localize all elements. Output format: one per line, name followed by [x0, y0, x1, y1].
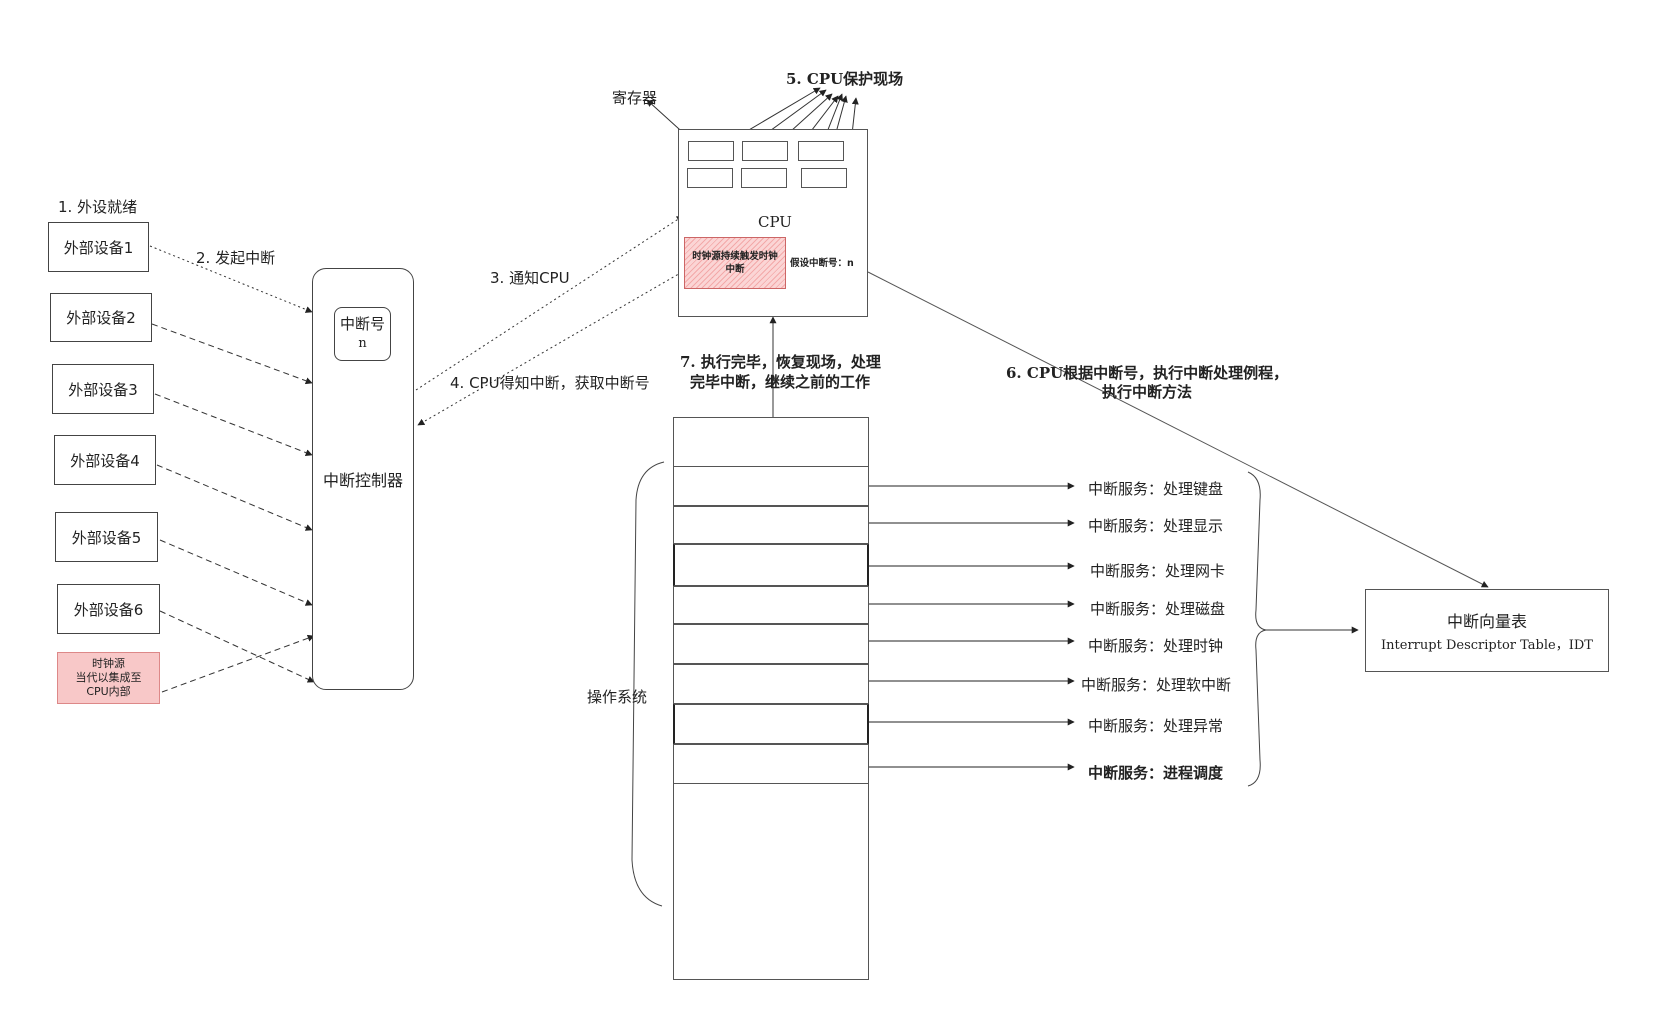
- interrupt-controller-label: 中断控制器: [322, 471, 403, 490]
- device-3-label: 外部设备3: [68, 380, 138, 399]
- os-row-softirq: [673, 664, 869, 704]
- arrow-device4-controller: [156, 464, 313, 531]
- clock-interrupt-box: 时钟源持续触发时钟 中断: [684, 237, 786, 289]
- assumed-interrupt-number: 假设中断号：n: [790, 258, 854, 269]
- os-label: 操作系统: [587, 688, 648, 706]
- arrow-cpu-to-controller: [417, 271, 683, 426]
- arrow-clock-controller: [161, 634, 315, 693]
- device-2-box: 外部设备2: [50, 293, 152, 342]
- os-row-exception: [673, 704, 869, 744]
- device-1-box: 外部设备1: [48, 222, 149, 272]
- os-row-display: [673, 506, 869, 544]
- register-5: [741, 168, 787, 188]
- step-7-label-line2: 完毕中断，继续之前的工作: [690, 373, 871, 391]
- clock-source-box: 时钟源 当代以集成至 CPU内部: [57, 652, 160, 704]
- device-6-box: 外部设备6: [57, 584, 160, 634]
- device-2-label: 外部设备2: [66, 309, 136, 327]
- arrow-cpu-to-idt: [867, 271, 1489, 588]
- arrow-device3-controller: [154, 393, 313, 456]
- service-keyboard: 中断服务：处理键盘: [1088, 480, 1224, 498]
- clock-source-line1: 时钟源: [92, 657, 125, 670]
- interrupt-number-box: 中断号 n: [334, 307, 391, 361]
- device-4-box: 外部设备4: [54, 435, 156, 485]
- arrow-device5-controller: [159, 539, 313, 606]
- service-clock: 中断服务：处理时钟: [1088, 637, 1224, 655]
- os-row-scheduler: [673, 744, 869, 784]
- device-4-label: 外部设备4: [70, 451, 140, 470]
- device-5-box: 外部设备5: [55, 512, 158, 562]
- arrow-device1-controller: [149, 245, 313, 313]
- clock-interrupt-line1: 时钟源持续触发时钟: [692, 251, 778, 262]
- step-5-label: 5. CPU保护现场: [786, 70, 904, 88]
- service-exception: 中断服务：处理异常: [1088, 717, 1224, 735]
- service-scheduler: 中断服务：进程调度: [1088, 764, 1224, 782]
- os-brace: [631, 461, 665, 907]
- interrupt-number-label: 中断号: [339, 315, 385, 333]
- service-softirq: 中断服务：处理软中断: [1081, 676, 1232, 694]
- step-6-label-line2: 执行中断方法: [1102, 383, 1193, 401]
- register-2: [742, 141, 788, 161]
- os-row-network: [673, 544, 869, 586]
- register-1: [688, 141, 734, 161]
- os-row-clock: [673, 624, 869, 664]
- step-7-label-line1: 7. 执行完毕，恢复现场，处理: [680, 353, 881, 371]
- device-5-label: 外部设备5: [71, 528, 142, 547]
- interrupt-number-value: n: [358, 336, 367, 351]
- os-row-keyboard: [673, 466, 869, 506]
- device-1-label: 外部设备1: [63, 238, 134, 257]
- clock-source-line3: CPU内部: [86, 685, 131, 698]
- register-4: [687, 168, 733, 188]
- clock-source-line2: 当代以集成至: [75, 671, 142, 684]
- step-1-label: 1. 外设就绪: [58, 198, 138, 216]
- arrow-device2-controller: [151, 323, 313, 385]
- arrow-device6-controller: [159, 610, 315, 683]
- idt-subtitle: Interrupt Descriptor Table，IDT: [1381, 638, 1593, 653]
- service-display: 中断服务：处理显示: [1088, 517, 1224, 535]
- register-3: [798, 141, 844, 161]
- step-4-label: 4. CPU得知中断，获取中断号: [450, 374, 650, 392]
- service-disk: 中断服务：处理磁盘: [1090, 600, 1226, 618]
- idt-box: 中断向量表 Interrupt Descriptor Table，IDT: [1365, 589, 1609, 672]
- device-3-box: 外部设备3: [52, 364, 154, 414]
- service-network: 中断服务：处理网卡: [1090, 562, 1226, 580]
- arrow-notify-cpu: [415, 215, 684, 391]
- cpu-label: CPU: [758, 213, 792, 231]
- os-row-disk: [673, 586, 869, 624]
- device-6-label: 外部设备6: [73, 600, 144, 619]
- register-6: [801, 168, 847, 188]
- registers-label: 寄存器: [612, 89, 658, 107]
- clock-interrupt-line2: 中断: [725, 264, 745, 275]
- step-3-label: 3. 通知CPU: [490, 269, 570, 287]
- step-2-label: 2. 发起中断: [196, 249, 276, 267]
- idt-title: 中断向量表: [1446, 612, 1527, 631]
- step-6-label-line1: 6. CPU根据中断号，执行中断处理例程，: [1006, 364, 1289, 382]
- services-brace: [1247, 471, 1267, 787]
